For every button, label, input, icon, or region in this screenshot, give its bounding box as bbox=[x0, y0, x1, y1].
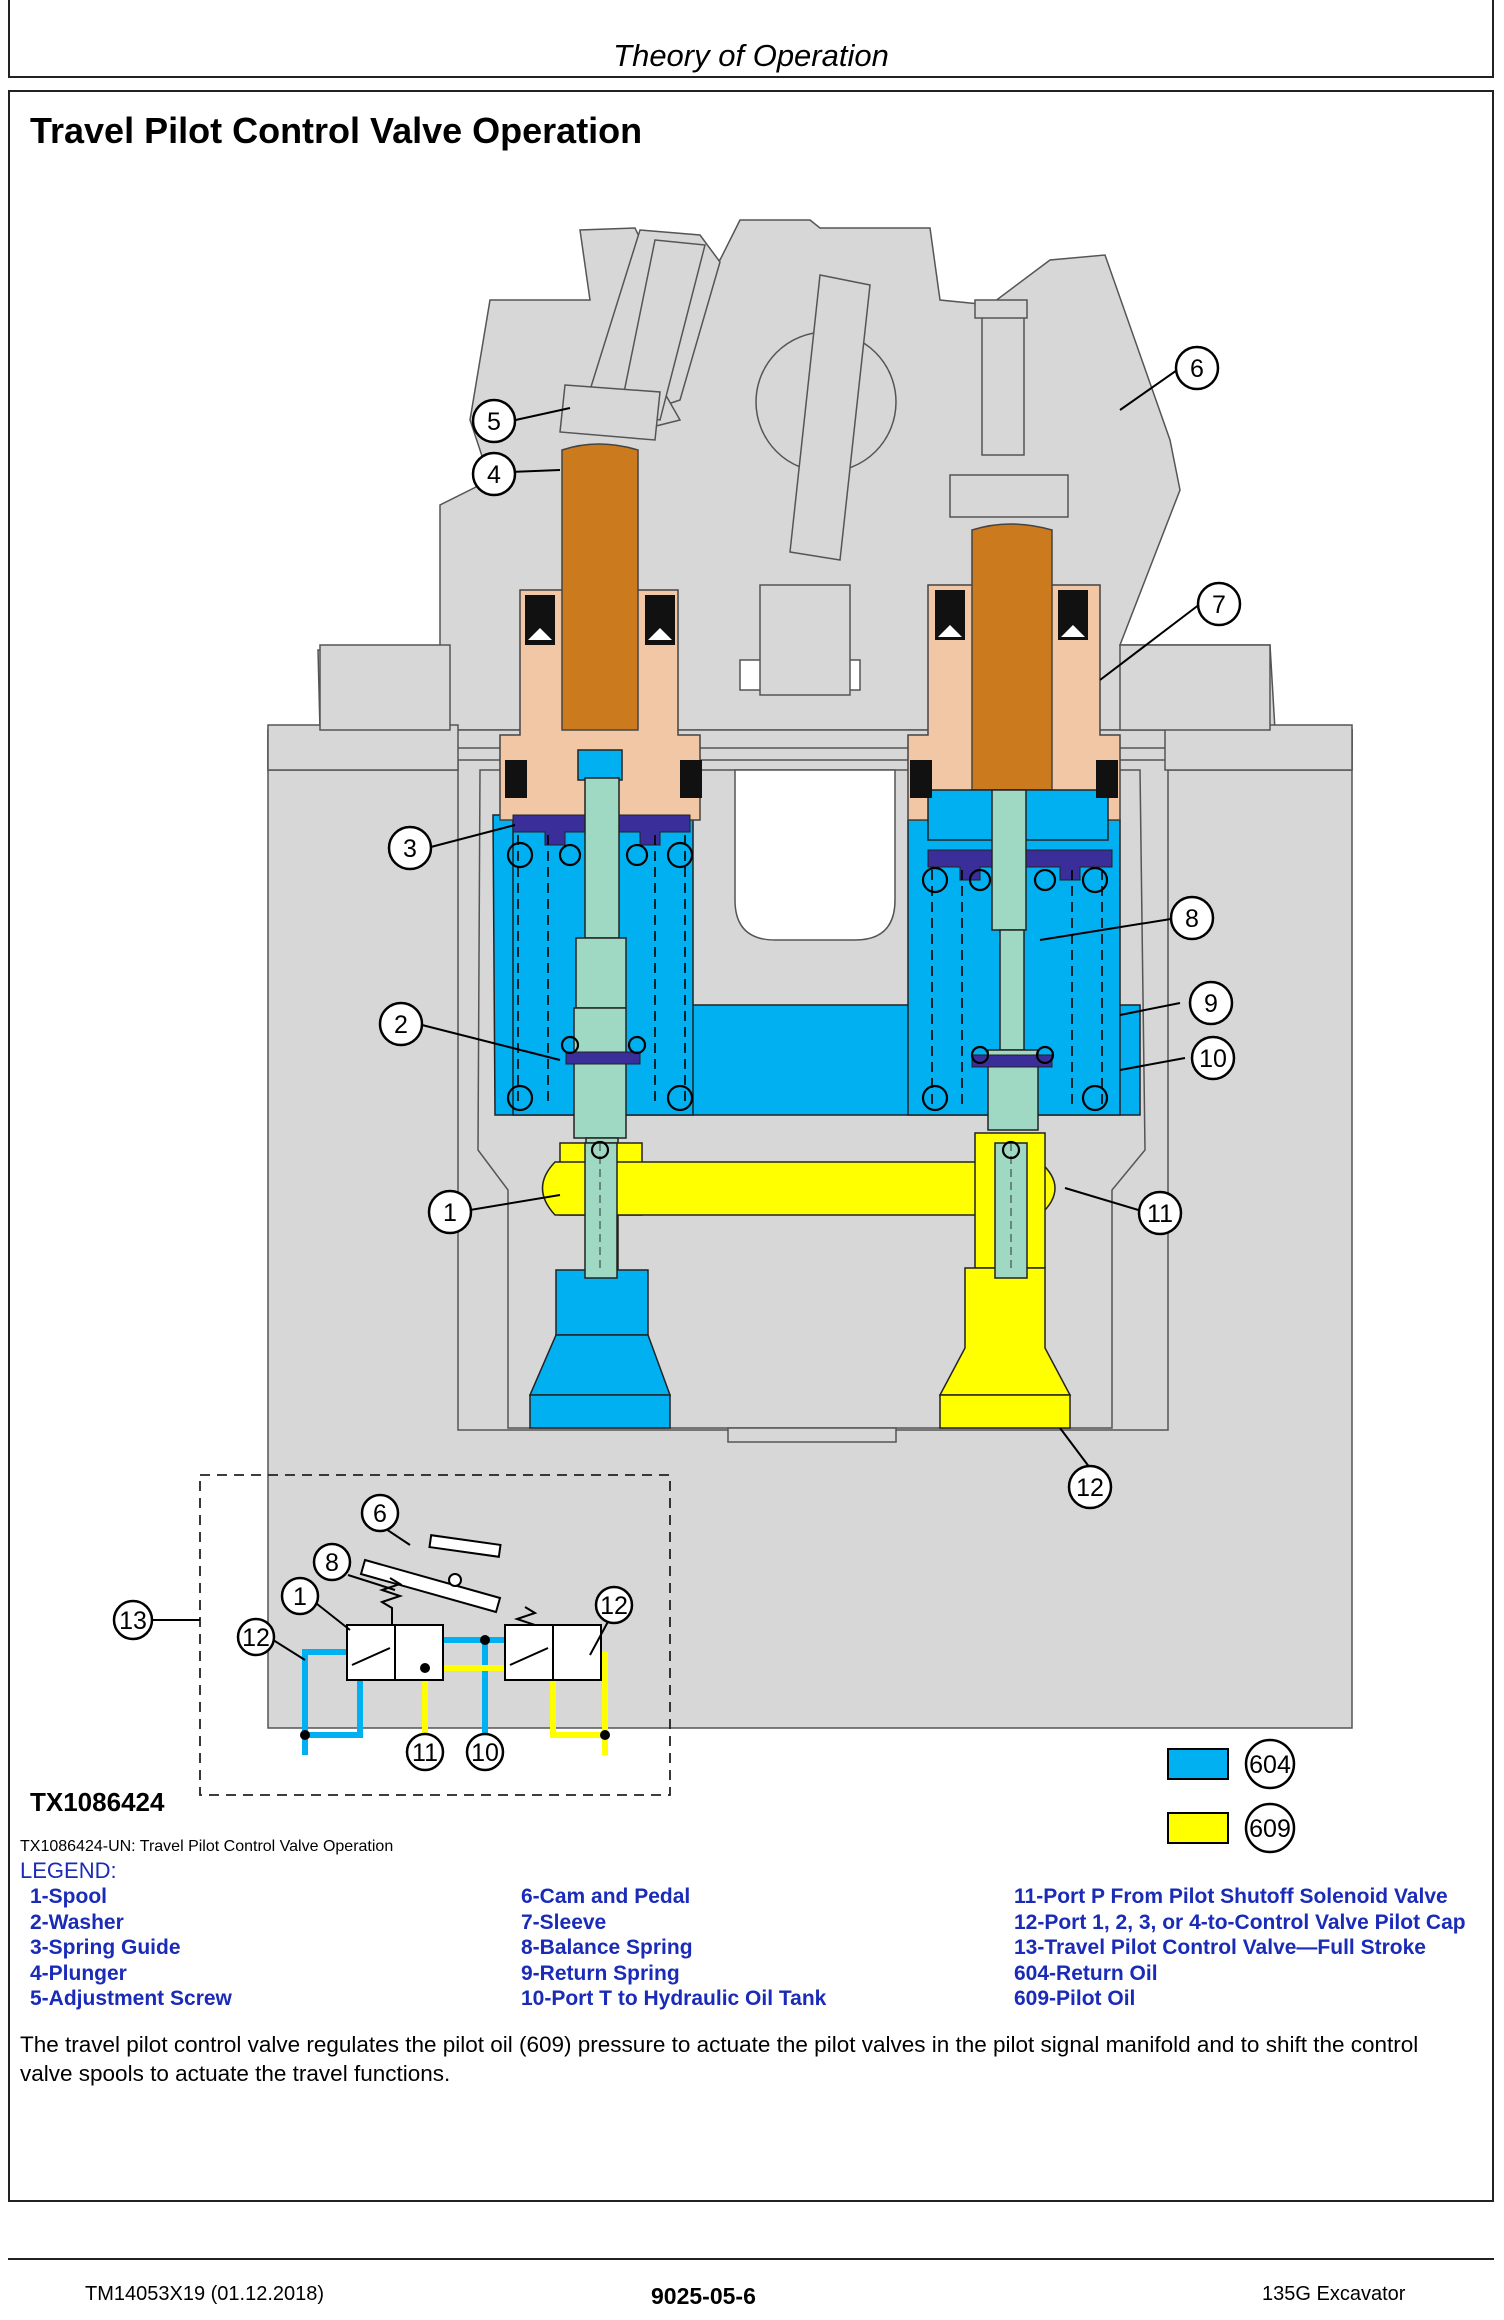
callout-6: 6 bbox=[1174, 345, 1220, 391]
schematic-callout-12-right: 12 bbox=[594, 1585, 634, 1625]
callout-5: 5 bbox=[471, 398, 517, 444]
legend-item: 604-Return Oil bbox=[1014, 1961, 1158, 1985]
header-title: Theory of Operation bbox=[613, 38, 889, 73]
callout-7: 7 bbox=[1196, 581, 1242, 627]
valve-housing bbox=[267, 219, 1353, 1729]
svg-text:8: 8 bbox=[1185, 905, 1199, 933]
svg-text:1: 1 bbox=[443, 1199, 457, 1227]
legend-item: 8-Balance Spring bbox=[521, 1936, 693, 1959]
callout-leaders bbox=[421, 367, 1201, 1469]
housing-base-tab bbox=[727, 1427, 897, 1443]
svg-text:6: 6 bbox=[373, 1500, 387, 1528]
right-assembly bbox=[907, 523, 1121, 1131]
legend-item: 13-Travel Pilot Control Valve—Full Strok… bbox=[1014, 1936, 1426, 1959]
description-paragraph: The travel pilot control valve regulates… bbox=[20, 2032, 1419, 2086]
callout-11: 11 bbox=[1137, 1190, 1183, 1236]
schematic-inset: 13 6 8 bbox=[112, 1474, 671, 1796]
svg-text:4: 4 bbox=[487, 461, 501, 489]
section-title: Travel Pilot Control Valve Operation bbox=[30, 110, 643, 151]
legend-item: 6-Cam and Pedal bbox=[521, 1885, 691, 1908]
callout-4: 4 bbox=[471, 451, 517, 497]
svg-text:10: 10 bbox=[1199, 1045, 1227, 1073]
content-frame: Travel Pilot Control Valve Operation bbox=[8, 90, 1494, 2202]
legend-item: 5-Adjustment Screw bbox=[30, 1987, 232, 2010]
svg-text:1: 1 bbox=[293, 1583, 307, 1611]
legend-item: 1-Spool bbox=[30, 1885, 107, 1908]
legend-item: 9-Return Spring bbox=[521, 1961, 680, 1985]
svg-text:12: 12 bbox=[242, 1624, 270, 1652]
legend-item: 2-Washer bbox=[30, 1910, 124, 1934]
callout-12: 12 bbox=[1067, 1464, 1113, 1510]
legend-column-1: 1-Spool 2-Washer 3-Spring Guide 4-Plunge… bbox=[30, 1884, 232, 2012]
legend-item: 11-Port P From Pilot Shutoff Solenoid Va… bbox=[1014, 1885, 1448, 1908]
svg-text:604: 604 bbox=[1249, 1751, 1291, 1779]
callout-13: 13 bbox=[112, 1599, 154, 1641]
schematic-callout-10: 10 bbox=[465, 1732, 505, 1772]
svg-text:7: 7 bbox=[1212, 591, 1226, 619]
return-oil-swatch bbox=[1167, 1748, 1229, 1780]
svg-text:12: 12 bbox=[600, 1592, 628, 1620]
footer-divider bbox=[8, 2258, 1494, 2260]
schematic-callout-8: 8 bbox=[312, 1542, 352, 1582]
page-header: Theory of Operation bbox=[8, 0, 1494, 78]
svg-text:10: 10 bbox=[471, 1739, 499, 1767]
footer-machine-model: 135G Excavator bbox=[1262, 2283, 1406, 2305]
footer-page-number: 9025-05-6 bbox=[651, 2283, 756, 2309]
schematic-callout-1: 1 bbox=[280, 1576, 320, 1616]
legend-item: 10-Port T to Hydraulic Oil Tank bbox=[521, 1987, 827, 2010]
svg-text:3: 3 bbox=[403, 835, 417, 863]
legend-column-2: 6-Cam and Pedal 7-Sleeve 8-Balance Sprin… bbox=[521, 1884, 826, 2012]
footer-manual-id: TM14053X19 (01.12.2018) bbox=[85, 2283, 325, 2305]
svg-text:12: 12 bbox=[1076, 1474, 1104, 1502]
pilot-oil-swatch bbox=[1167, 1812, 1229, 1844]
callout-9: 9 bbox=[1188, 980, 1234, 1026]
key-callout-609: 609 bbox=[1244, 1802, 1296, 1854]
callout-2: 2 bbox=[378, 1001, 424, 1047]
svg-text:5: 5 bbox=[487, 408, 501, 436]
svg-text:11: 11 bbox=[1147, 1200, 1173, 1228]
key-callout-604: 604 bbox=[1244, 1738, 1296, 1790]
svg-text:11: 11 bbox=[412, 1739, 438, 1767]
schematic-callout-6: 6 bbox=[360, 1493, 400, 1533]
figure-id: TX1086424 bbox=[30, 1787, 165, 1817]
svg-text:13: 13 bbox=[119, 1607, 147, 1635]
legend-heading: LEGEND: bbox=[20, 1858, 117, 1883]
callout-3: 3 bbox=[387, 825, 433, 871]
legend-item: 3-Spring Guide bbox=[30, 1936, 181, 1959]
callout-8: 8 bbox=[1169, 895, 1215, 941]
callout-10: 10 bbox=[1190, 1035, 1236, 1081]
schematic-callout-11: 11 bbox=[405, 1732, 445, 1772]
schematic-callout-12-left: 12 bbox=[236, 1617, 276, 1657]
legend-column-3: 11-Port P From Pilot Shutoff Solenoid Va… bbox=[1014, 1884, 1466, 2012]
pilot-oil-passage bbox=[541, 1132, 1072, 1429]
legend-item: 4-Plunger bbox=[30, 1961, 127, 1985]
legend-item: 7-Sleeve bbox=[521, 1910, 607, 1934]
legend-item: 609-Pilot Oil bbox=[1014, 1987, 1136, 2010]
figure-caption: TX1086424-UN: Travel Pilot Control Valve… bbox=[20, 1838, 394, 1855]
legend-item: 12-Port 1, 2, 3, or 4-to-Control Valve P… bbox=[1014, 1910, 1466, 1934]
svg-text:609: 609 bbox=[1249, 1815, 1291, 1843]
svg-text:6: 6 bbox=[1190, 355, 1204, 383]
oil-color-key: 604 609 bbox=[1167, 1738, 1296, 1854]
callout-1: 1 bbox=[427, 1189, 473, 1235]
svg-text:8: 8 bbox=[325, 1549, 339, 1577]
svg-text:9: 9 bbox=[1204, 990, 1218, 1018]
svg-text:2: 2 bbox=[394, 1011, 408, 1039]
